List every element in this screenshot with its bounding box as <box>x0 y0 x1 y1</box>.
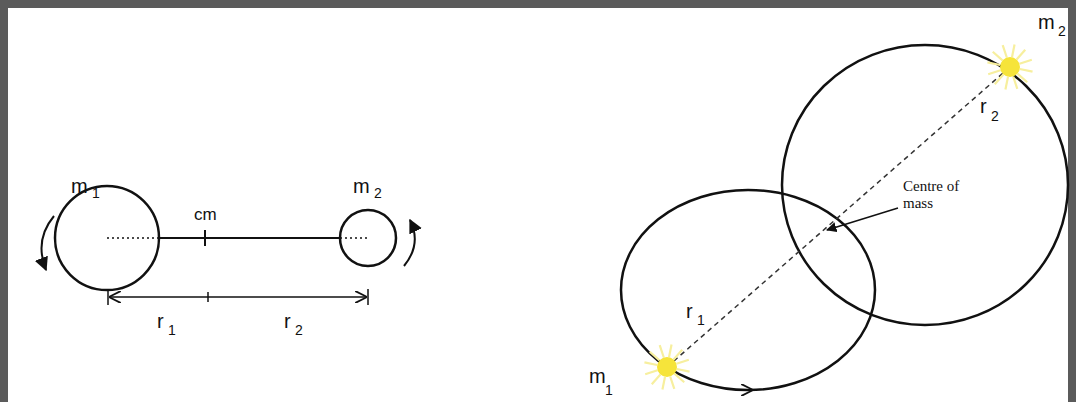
star-ray <box>1017 74 1027 83</box>
rotation-arrow <box>404 220 415 266</box>
subscript: 1 <box>168 323 176 337</box>
star-ray <box>650 352 660 361</box>
star-ray <box>988 70 1000 74</box>
leader-arrow <box>827 208 898 230</box>
dotted-centre-line <box>107 237 159 239</box>
star-ray <box>674 374 684 383</box>
stars <box>644 44 1032 389</box>
star-ray <box>669 344 672 357</box>
connecting-bar <box>159 237 340 239</box>
star-ray <box>662 377 665 390</box>
star-ray <box>987 62 1000 65</box>
orbit-direction-arrow <box>738 389 752 391</box>
dimension-line <box>110 296 366 298</box>
cm-label: cm <box>194 206 217 223</box>
mass-symbol: m <box>71 176 88 196</box>
mass-symbol: m <box>1038 12 1055 32</box>
star-ray <box>676 360 688 364</box>
subscript: 2 <box>1058 24 1066 38</box>
star-ray <box>1020 69 1033 72</box>
dotted-centre-line <box>340 237 368 239</box>
star-ray <box>677 369 690 372</box>
dimension-end <box>107 289 109 305</box>
distance-symbol: r <box>284 311 291 331</box>
orbit-two <box>782 45 1068 325</box>
star-ray <box>1005 77 1008 90</box>
star-ray <box>645 370 657 374</box>
star-ray <box>1019 60 1031 64</box>
dimension-end <box>367 289 369 305</box>
separation-line <box>667 67 1010 367</box>
star-ray <box>674 350 683 360</box>
subscript: 2 <box>991 109 999 123</box>
star-ray <box>644 362 657 365</box>
star-ray <box>1013 76 1017 88</box>
orbit-one <box>621 190 875 390</box>
star-ray <box>670 376 674 388</box>
subscript: 2 <box>295 323 303 337</box>
subscript: 1 <box>697 313 705 327</box>
distance-symbol: r <box>157 311 164 331</box>
star-core <box>657 357 677 377</box>
star-ray <box>993 52 1003 61</box>
star-core <box>1000 57 1020 77</box>
star-ray <box>652 374 661 384</box>
star-ray <box>1003 45 1007 57</box>
subscript: 1 <box>605 383 613 397</box>
star <box>987 44 1032 89</box>
star-ray <box>995 74 1004 84</box>
star-ray <box>1012 44 1015 57</box>
distance-symbol: r <box>980 96 987 116</box>
star-ray <box>660 345 664 357</box>
star-ray <box>1017 50 1026 60</box>
distance-symbol: r <box>686 301 693 321</box>
subscript: 1 <box>92 186 100 200</box>
cm-tick <box>204 230 206 246</box>
rotation-arrow <box>42 216 55 270</box>
mass-one-body <box>55 186 159 290</box>
mass-symbol: m <box>589 366 606 386</box>
mass-symbol: m <box>353 176 370 196</box>
mass-two-body <box>340 210 396 266</box>
callout-text: Centre of mass <box>903 178 987 213</box>
star <box>644 344 689 389</box>
subscript: 2 <box>374 186 382 200</box>
